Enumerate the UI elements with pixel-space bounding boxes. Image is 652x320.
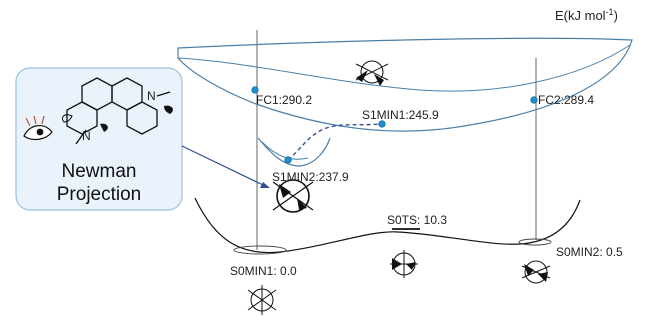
lone-pair-right xyxy=(164,105,173,114)
s0min2-label: S0MIN2: 0.5 xyxy=(556,245,623,259)
s1min1-point xyxy=(378,120,386,128)
s1-surface xyxy=(177,37,633,132)
inset-arrow xyxy=(181,145,266,187)
s0min2-well xyxy=(518,238,552,246)
fc2-point xyxy=(530,96,538,104)
energy-unit-close: ) xyxy=(614,8,618,23)
inset-line2: Projection xyxy=(57,184,142,205)
s1min2-label: S1MIN2:237.9 xyxy=(272,170,349,184)
s1min2-pocket xyxy=(257,137,331,167)
newman-icon-s0ts xyxy=(390,250,418,278)
newman-icon-s0min2 xyxy=(521,260,551,284)
n-label-left: N xyxy=(82,129,91,143)
n-label-right: N xyxy=(147,89,156,103)
fc2-label: FC2:289.4 xyxy=(538,93,594,107)
s1-dashed-path xyxy=(287,123,383,161)
s1min2-pocket-inner xyxy=(261,141,309,160)
energy-unit-superscript: -1 xyxy=(606,7,614,17)
s0-curve xyxy=(194,197,581,254)
fc1-point xyxy=(251,86,259,94)
energy-unit-label: E(kJ mol-1) xyxy=(555,7,618,23)
s1-surface-inner xyxy=(177,44,631,92)
molecule-structure xyxy=(66,77,171,145)
eye-icon xyxy=(23,115,53,141)
s1min1-label: S1MIN1:245.9 xyxy=(362,108,439,122)
fc1-label: FC1:290.2 xyxy=(256,93,312,107)
s0min1-well xyxy=(233,245,287,255)
newman-icon-top xyxy=(355,60,389,86)
newman-icon-s0min1 xyxy=(247,285,277,315)
lone-pair-left xyxy=(61,114,73,123)
s0min1-label: S0MIN1: 0.0 xyxy=(230,264,297,278)
s0ts-label: S0TS: 10.3 xyxy=(387,213,447,227)
inset-line1: Newman xyxy=(62,161,137,182)
inset-arrowhead xyxy=(260,182,270,188)
energy-unit-main: E(kJ mol xyxy=(555,8,606,23)
s1min2-point xyxy=(284,156,292,164)
newman-icon-s1min2 xyxy=(272,179,314,213)
lone-pair-mid xyxy=(100,123,108,132)
